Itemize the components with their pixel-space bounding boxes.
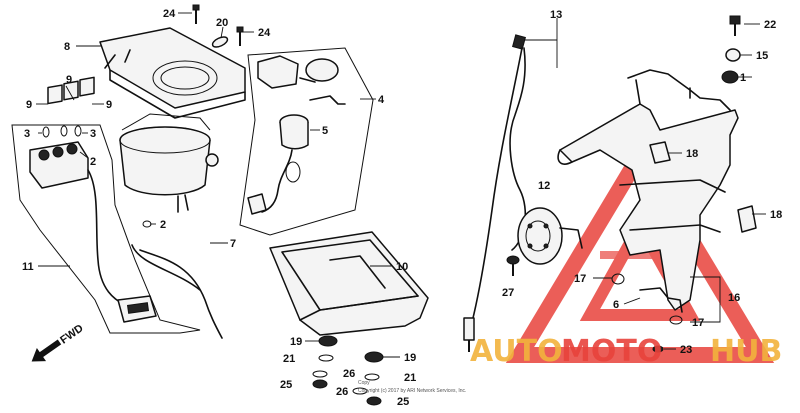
callout-15: 15 [756,50,768,62]
part-17-grommet-b [669,315,683,325]
callout-12: 12 [538,180,550,192]
callout-4: 4 [378,94,385,106]
part-26-washer-a [312,370,328,378]
callout-27: 27 [502,287,514,299]
part-25-bolt-b [366,396,382,406]
part-2-socket-block [29,141,126,306]
part-18-clamp-a [649,141,671,164]
part-22-bolt [729,15,741,36]
callout-26-bottom: 26 [336,386,348,398]
callout-20: 20 [216,17,228,29]
part-4-keyset [257,55,346,105]
callout-7: 7 [230,238,236,250]
callout-23: 23 [680,344,692,356]
callout-17-left: 17 [574,273,586,285]
fwd-label: FWD [58,322,85,346]
part-3-bulbs [42,125,82,138]
part-17-grommet-a [611,273,625,285]
part-1-nut [721,70,739,84]
part-21-collar-b [364,373,380,381]
callout-22: 22 [764,19,776,31]
callout-17-right: 17 [692,317,704,329]
part-19-cushion-b [364,351,384,363]
callout-3-right: 3 [90,128,96,140]
callout-25-right: 25 [397,396,409,408]
part-24-screw-a [192,4,200,24]
callout-19-left: 19 [290,336,302,348]
part-10-tray [269,231,429,336]
leader-16 [690,276,721,323]
part-6-bracket [639,287,683,313]
section-outline-4 [239,47,374,236]
part-7-meter [119,113,223,339]
callout-10: 10 [396,261,408,273]
callout-18-right: 18 [770,209,782,221]
section-outline-11 [11,124,201,334]
part-23-bolt [652,345,664,353]
part-21-collar-a [318,354,334,362]
part-18-clamp-b [737,205,757,233]
part-5-ignition-switch [247,114,309,215]
callout-18-top: 18 [686,148,698,160]
copyright: Copyright (c) 2017 by ARI Network Servic… [358,388,466,394]
callout-19-right: 19 [404,352,416,364]
part-15-collar [725,48,741,62]
part-2-small [142,220,152,228]
callout-25-left: 25 [280,379,292,391]
part-12-horn [517,207,583,265]
part-25-bolt-a [312,379,328,389]
part-20-grommet [211,36,229,48]
watermark-text-hub: HUB [710,334,782,369]
callout-13: 13 [550,9,562,21]
callout-16: 16 [728,292,740,304]
callout-5: 5 [322,125,328,137]
callout-8: 8 [64,41,70,53]
callout-11: 11 [22,261,34,273]
callout-labels: 1 2 2 3 3 4 5 6 7 8 9 9 9 10 11 12 13 15… [22,8,782,408]
callout-26-top: 26 [343,368,355,380]
copyright-short: Copy [358,380,370,386]
part-11-connector [117,295,157,323]
callout-24-left: 24 [163,8,176,20]
part-8-cover [99,27,246,119]
callout-21-right: 21 [404,372,416,384]
callout-21-left: 21 [283,353,295,365]
part-16-bracket [557,69,739,311]
callout-9-top: 9 [66,74,72,86]
callout-9-left: 9 [26,99,32,111]
callout-1: 1 [740,72,746,84]
part-24-screw-b [236,26,244,46]
part-26-washer-b [352,387,368,395]
leader-lines [36,12,766,358]
callout-2-center: 2 [160,219,166,231]
callout-9-right: 9 [106,99,112,111]
watermark-text-moto: MOTO [561,334,662,369]
part-13-cable [463,34,527,352]
callout-6: 6 [613,299,619,311]
watermark-text: AUTO MOTO HUB [470,334,782,369]
part-27-bolt [506,255,520,276]
watermark-text-auto: AUTO [470,334,563,369]
callout-3-left: 3 [24,128,30,140]
part-9-pads [47,76,95,105]
fwd-arrow: FWD [31,322,86,362]
callout-2-left: 2 [90,156,96,168]
callout-24-right: 24 [258,27,271,39]
part-19-cushion-a [318,335,338,347]
